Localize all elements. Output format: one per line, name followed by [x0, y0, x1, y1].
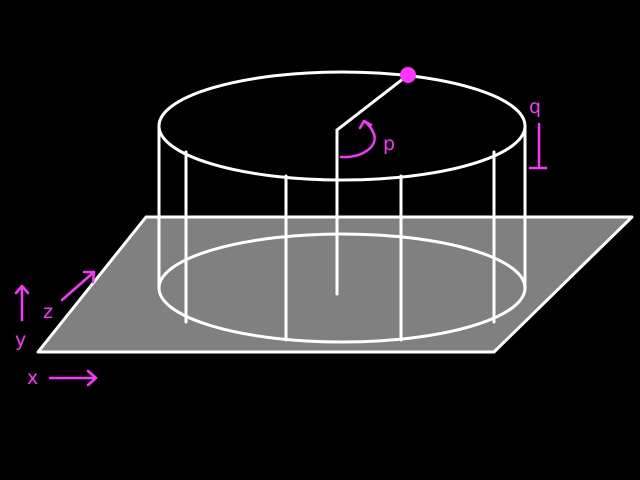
label-p: p — [383, 133, 395, 155]
label-x: x — [27, 367, 38, 389]
z-arrow-icon — [60, 270, 96, 302]
y-arrow-icon — [14, 284, 30, 322]
label-q: q — [529, 96, 541, 118]
x-arrow-icon — [48, 369, 98, 387]
down-arrow-icon — [528, 122, 548, 170]
ground-plane — [36, 215, 634, 354]
radius-line — [335, 73, 410, 132]
label-y: y — [15, 329, 26, 351]
cylinder-top-ellipse — [157, 70, 527, 182]
rim-point — [400, 67, 416, 83]
rotation-arrow-icon — [339, 119, 376, 159]
label-z: z — [43, 301, 53, 323]
